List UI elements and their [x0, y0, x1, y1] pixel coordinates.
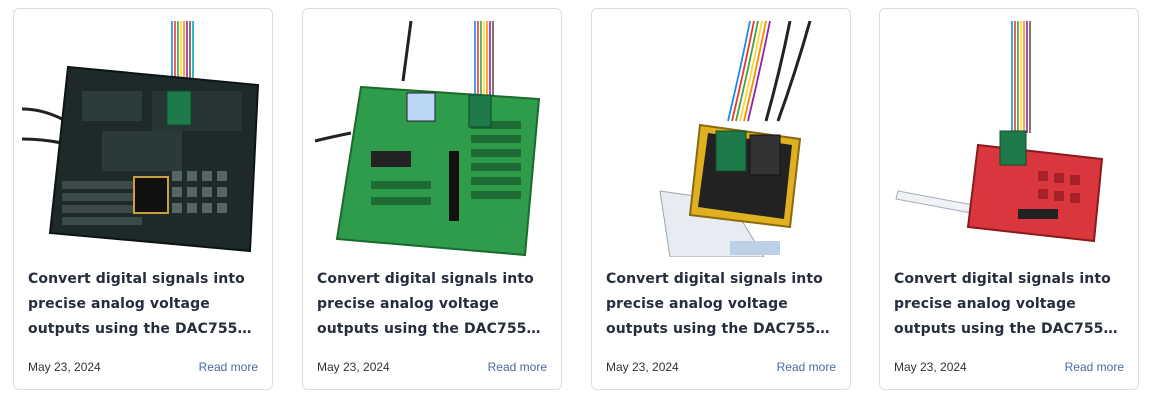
read-more-link[interactable]: Read more [776, 360, 836, 374]
product-image[interactable] [600, 21, 844, 257]
article-card[interactable]: Convert digital signals into precise ana… [302, 8, 562, 390]
board-adapter-illustration [659, 21, 812, 257]
card-title[interactable]: Convert digital signals into precise ana… [317, 271, 541, 337]
read-more-link[interactable]: Read more [487, 360, 547, 374]
publish-date: May 23, 2024 [894, 360, 967, 374]
publish-date: May 23, 2024 [606, 360, 679, 374]
publish-date: May 23, 2024 [317, 360, 390, 374]
article-card[interactable]: Convert digital signals into precise ana… [13, 8, 273, 390]
read-more-link[interactable]: Read more [198, 360, 258, 374]
board-red-illustration [895, 21, 1104, 243]
product-image[interactable] [311, 21, 555, 257]
card-title[interactable]: Convert digital signals into precise ana… [606, 271, 830, 337]
publish-date: May 23, 2024 [28, 360, 101, 374]
board-green-illustration [314, 21, 541, 257]
card-title[interactable]: Convert digital signals into precise ana… [28, 271, 252, 337]
card-title[interactable]: Convert digital signals into precise ana… [894, 271, 1118, 337]
product-image[interactable] [22, 21, 266, 257]
read-more-link[interactable]: Read more [1064, 360, 1124, 374]
article-card[interactable]: Convert digital signals into precise ana… [879, 8, 1139, 390]
product-image[interactable] [888, 21, 1132, 257]
board-black-illustration [22, 21, 260, 253]
article-card[interactable]: Convert digital signals into precise ana… [591, 8, 851, 390]
